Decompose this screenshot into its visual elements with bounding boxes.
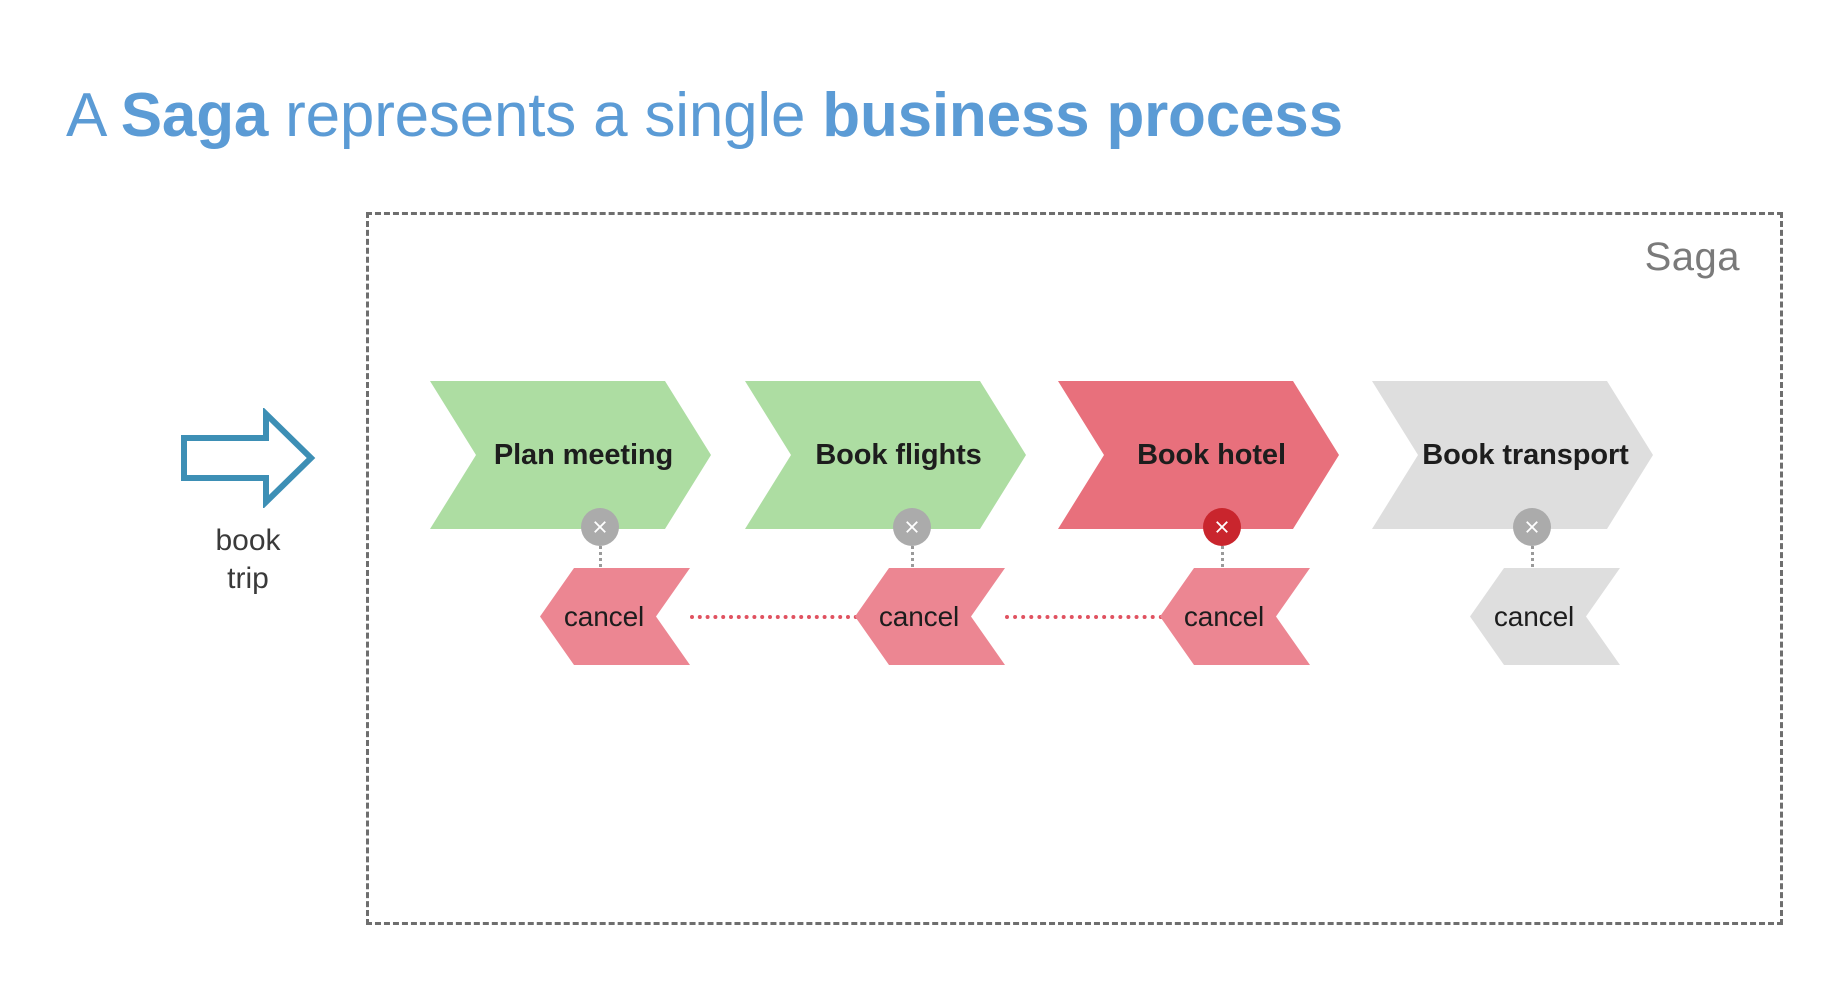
error-x-icon[interactable] [1203,508,1241,546]
saga-step-label: Book flights [815,438,982,471]
compensation-stem [911,527,914,573]
saga-step-label: Book transport [1422,438,1629,471]
cancel-x-icon[interactable] [581,508,619,546]
compensation-link [1005,615,1163,619]
saga-step-book-hotel[interactable]: Book hotel [1058,381,1339,529]
saga-trigger: book trip [168,408,328,599]
compensation-action-label: cancel [1183,600,1265,632]
compensation-action-label: cancel [878,600,960,632]
saga-boundary: Saga [366,212,1783,925]
saga-step-plan-meeting[interactable]: Plan meeting [430,381,711,529]
cancel-x-icon[interactable] [1513,508,1551,546]
saga-step-book-flights[interactable]: Book flights [745,381,1026,529]
page-title: A Saga represents a single business proc… [66,80,1343,150]
compensation-stem [599,527,602,573]
saga-boundary-label: Saga [1644,235,1740,279]
cancel-x-icon[interactable] [893,508,931,546]
saga-step-book-transport[interactable]: Book transport [1372,381,1653,529]
arrow-right-outline-icon [181,408,316,508]
compensation-action-1[interactable]: cancel [540,568,690,665]
compensation-stem [1221,527,1224,573]
compensation-link [690,615,858,619]
compensation-stem [1531,527,1534,573]
saga-step-label: Plan meeting [493,438,674,471]
saga-step-label: Book hotel [1137,438,1286,471]
trigger-label: book trip [215,524,281,596]
compensation-action-label: cancel [1493,600,1575,632]
compensation-action-label: cancel [563,600,645,632]
